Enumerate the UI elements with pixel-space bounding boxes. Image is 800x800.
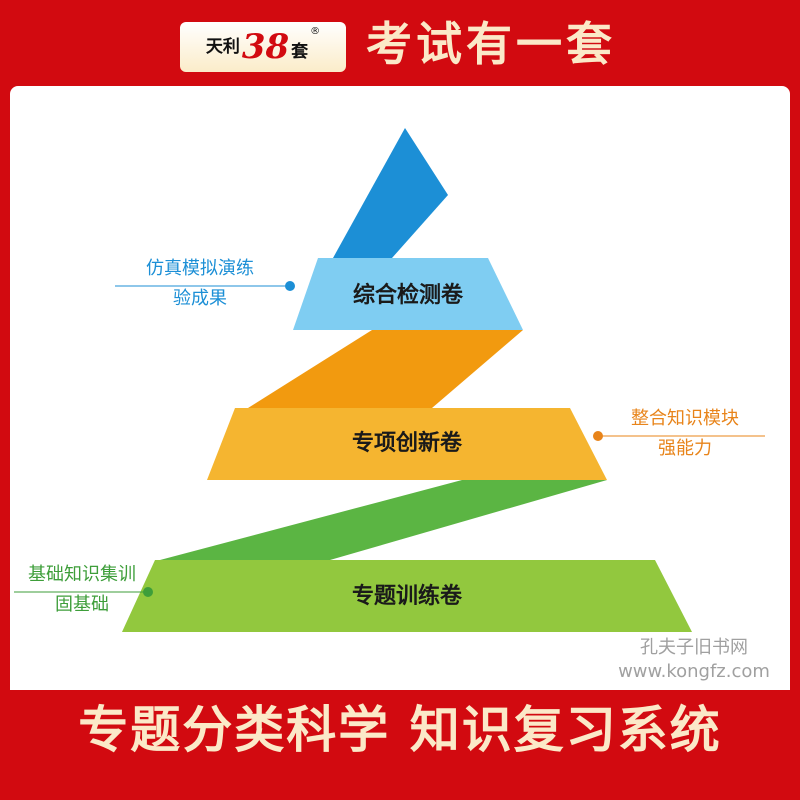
connector-middle [248, 330, 523, 408]
level-label-middle: 专项创新卷 [351, 431, 462, 456]
level-top [293, 258, 523, 330]
annotation-3-line1: 基础知识集训 [28, 564, 136, 585]
annotation-1-line2: 验成果 [173, 288, 227, 309]
logo-number: 38 [241, 27, 290, 67]
logo-suffix: 套 [291, 42, 309, 62]
level-middle [207, 408, 607, 480]
annotation-dot-3 [143, 587, 153, 597]
watermark-line2: www.kongfz.com [618, 661, 770, 682]
level-label-top: 综合检测卷 [352, 283, 463, 308]
annotation-3: 基础知识集训 固基础 [2, 560, 162, 620]
footer-slogan: 专题分类科学 知识复习系统 [78, 701, 722, 759]
watermark: 孔夫子旧书网 www.kongfz.com [596, 636, 792, 684]
watermark-line1: 孔夫子旧书网 [640, 637, 748, 658]
annotation-2-line1: 整合知识模块 [631, 408, 739, 429]
registered-mark: ® [310, 26, 321, 37]
annotation-2: 整合知识模块 强能力 [600, 404, 770, 464]
level-bottom [122, 560, 692, 632]
brand-logo: 天利 38 套 ® [180, 22, 346, 72]
level-label-bottom: 专题训练卷 [351, 584, 462, 609]
connector-bottom [160, 480, 607, 560]
annotation-dot-2 [593, 431, 603, 441]
annotation-3-line2: 固基础 [55, 594, 109, 615]
annotation-1: 仿真模拟演练 验成果 [115, 254, 285, 314]
logo-prefix: 天利 [205, 37, 240, 57]
header-slogan: 考试有一套 [366, 17, 616, 71]
annotation-1-line1: 仿真模拟演练 [146, 258, 254, 279]
connector-top [333, 128, 448, 258]
annotation-2-line2: 强能力 [658, 438, 712, 459]
annotation-dot-1 [285, 281, 295, 291]
